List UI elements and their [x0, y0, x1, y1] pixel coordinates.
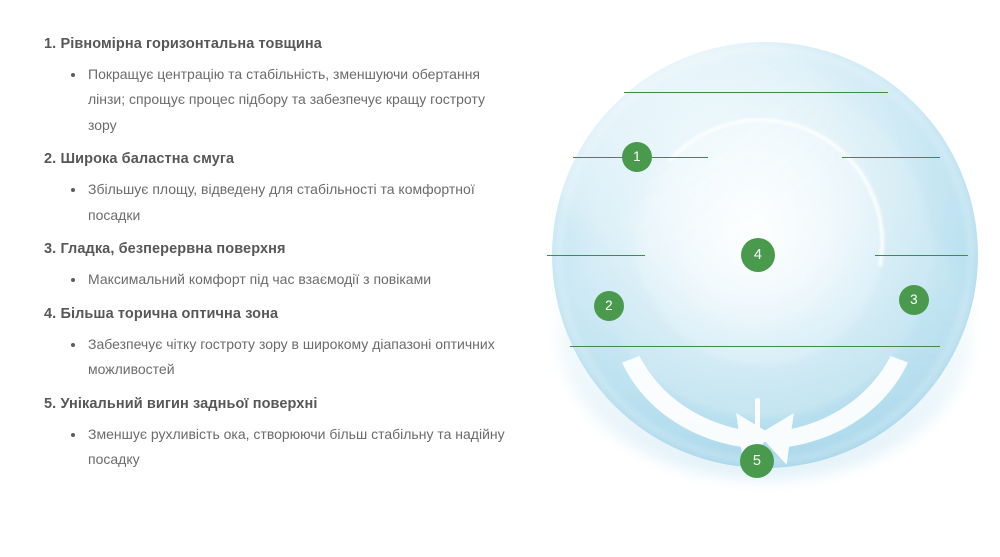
badge-3-label: 3: [910, 292, 918, 308]
feature-item-4: 4. Більша торична оптична зона Забезпечу…: [44, 304, 520, 383]
badge-2[interactable]: 2: [594, 291, 624, 321]
feature-title-3: Гладка, безперервна поверхня: [60, 241, 286, 258]
badge-2-label: 2: [605, 298, 613, 314]
feature-item-1: 1. Рівномірна горизонтальна товщина Покр…: [44, 34, 520, 138]
leader-line-badge4-left: [547, 255, 645, 256]
feature-title-4: Більша торична оптична зона: [60, 305, 279, 322]
feature-number-3: 3.: [44, 241, 57, 258]
badge-5-label: 5: [752, 452, 762, 469]
list-item: Покращує центрацію та стабільність, змен…: [44, 62, 520, 138]
badge-4[interactable]: 4: [741, 238, 775, 272]
badge-1[interactable]: 1: [622, 142, 652, 172]
bullet-dot-icon: [71, 278, 75, 283]
feature-item-2: 2. Широка баластна смуга Збільшує площу,…: [44, 149, 520, 228]
list-item: Забезпечує чітку гостроту зору в широком…: [44, 332, 520, 383]
leader-line-badge1-left: [573, 157, 627, 158]
bullet-text: Збільшує площу, відведену для стабільнос…: [88, 181, 475, 223]
badge-5[interactable]: 5: [740, 444, 774, 478]
bullet-dot-icon: [71, 188, 75, 193]
feature-item-5: 5. Унікальний вигин задньої поверхні Зме…: [44, 394, 520, 473]
feature-bullets-3: Максимальний комфорт під час взаємодії з…: [44, 267, 520, 292]
bullet-text: Покращує центрацію та стабільність, змен…: [88, 66, 485, 133]
converging-arrows-icon: [622, 356, 908, 465]
badge-3[interactable]: 3: [899, 285, 929, 315]
feature-bullets-1: Покращує центрацію та стабільність, змен…: [44, 62, 520, 138]
list-item: Максимальний комфорт під час взаємодії з…: [44, 267, 520, 292]
feature-number-5: 5.: [44, 395, 57, 412]
feature-heading-5: 5. Унікальний вигин задньої поверхні: [44, 394, 520, 415]
list-item: Зменшує рухливість ока, створюючи більш …: [44, 422, 520, 473]
feature-list: 1. Рівномірна горизонтальна товщина Покр…: [44, 34, 520, 473]
feature-heading-3: 3. Гладка, безперервна поверхня: [44, 239, 520, 260]
feature-bullets-5: Зменшує рухливість ока, створюючи більш …: [44, 422, 520, 473]
bullet-dot-icon: [71, 342, 75, 347]
leader-line-badge1-right: [652, 157, 708, 158]
bullet-text: Зменшує рухливість ока, створюючи більш …: [88, 425, 505, 468]
feature-heading-4: 4. Більша торична оптична зона: [44, 304, 520, 325]
feature-number-1: 1.: [44, 36, 57, 52]
bullet-text: Максимальний комфорт під час взаємодії з…: [88, 271, 432, 288]
leader-line-badge4-right: [875, 255, 968, 256]
feature-title-1: Рівномірна горизонтальна товщина: [60, 36, 322, 52]
leader-line-bottom: [570, 346, 940, 347]
feature-number-2: 2.: [44, 151, 57, 168]
leader-line-top: [624, 92, 888, 93]
feature-heading-1: 1. Рівномірна горизонтальна товщина: [44, 34, 520, 55]
feature-title-2: Широка баластна смуга: [60, 151, 235, 168]
lens-diagram: 1 2 3 4 5: [520, 0, 1000, 557]
bullet-text: Забезпечує чітку гостроту зору в широком…: [88, 335, 495, 378]
feature-number-4: 4.: [44, 305, 57, 322]
feature-title-5: Унікальний вигин задньої поверхні: [60, 395, 318, 412]
feature-bullets-4: Забезпечує чітку гостроту зору в широком…: [44, 332, 520, 383]
list-item: Збільшує площу, відведену для стабільнос…: [44, 177, 520, 228]
bullet-dot-icon: [71, 432, 75, 437]
feature-item-3: 3. Гладка, безперервна поверхня Максимал…: [44, 239, 520, 292]
bullet-dot-icon: [71, 73, 75, 78]
badge-1-label: 1: [633, 149, 641, 165]
badge-4-label: 4: [753, 246, 763, 263]
leader-line-badge1-far-right: [842, 157, 940, 158]
feature-heading-2: 2. Широка баластна смуга: [44, 149, 520, 170]
feature-bullets-2: Збільшує площу, відведену для стабільнос…: [44, 177, 520, 228]
